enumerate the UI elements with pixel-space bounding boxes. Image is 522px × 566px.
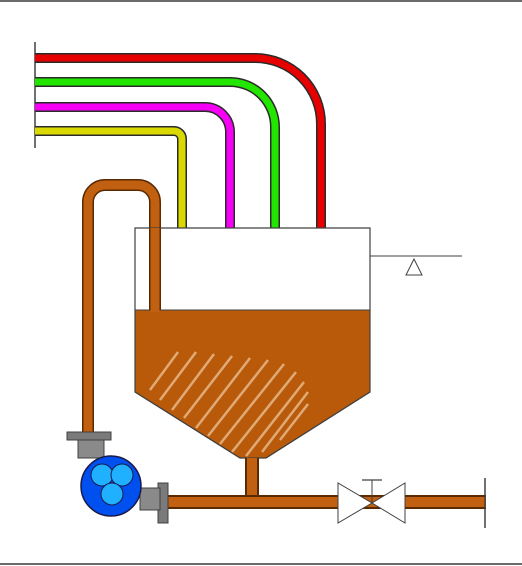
yellow-feed-pipe <box>35 127 186 228</box>
discharge-line <box>168 478 486 528</box>
centrifugal-pump-icon <box>66 431 169 524</box>
pump-lobe <box>100 482 124 506</box>
tank-outlet-pipe <box>245 458 259 500</box>
gate-valve-icon <box>337 479 406 524</box>
tank-upper-section <box>134 227 371 311</box>
recirculation-pipe <box>82 179 161 438</box>
pump-lobe <box>90 463 114 487</box>
level-indicator-icon <box>370 255 462 276</box>
magenta-feed-pipe-outline <box>35 102 235 228</box>
magenta-feed-pipe <box>35 103 234 228</box>
tank-outline <box>134 227 371 459</box>
green-feed-pipe <box>35 78 279 228</box>
slurry-hatch <box>148 351 309 457</box>
hopper-tank <box>134 227 371 459</box>
red-feed-pipe <box>35 54 325 228</box>
feed-pipes <box>35 53 326 228</box>
recirculation-pipe-fill <box>83 180 160 438</box>
pump-lobe <box>110 463 134 487</box>
tank-slurry <box>134 309 371 459</box>
